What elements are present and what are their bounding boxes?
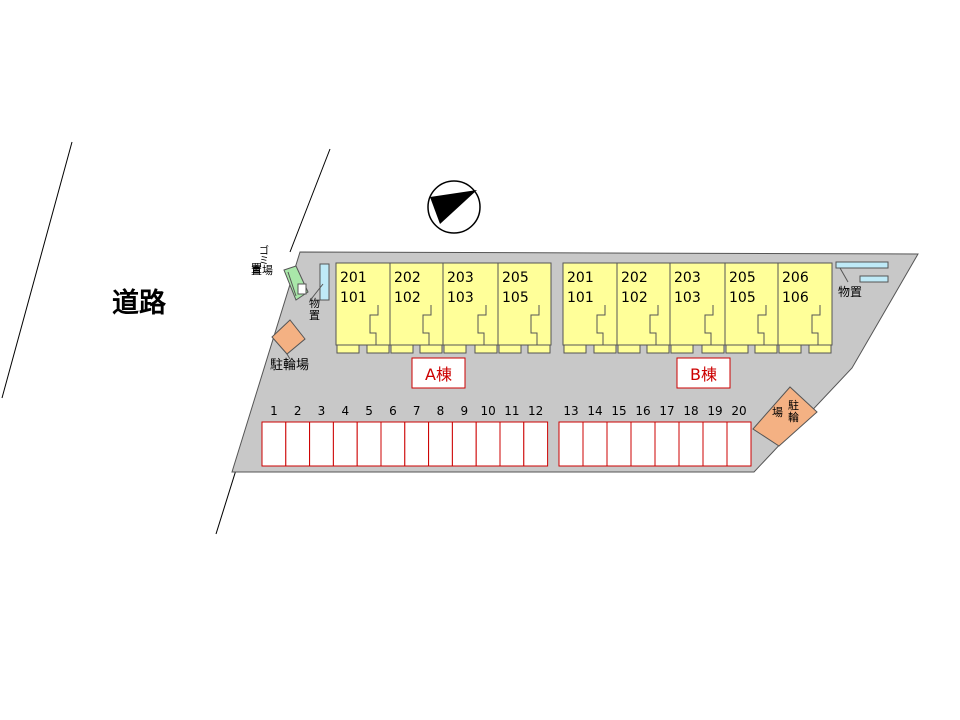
unit-number-upper: 205 xyxy=(502,270,529,286)
parking-space-number: 17 xyxy=(659,404,674,418)
unit-number-upper: 203 xyxy=(674,270,701,286)
unit-number-lower: 103 xyxy=(447,290,474,306)
road-edge-line-top xyxy=(289,148,331,253)
unit-number-lower: 103 xyxy=(674,290,701,306)
parking-space-number: 2 xyxy=(294,404,302,418)
bike-parking-right-label: 駐輪場 xyxy=(772,398,799,424)
parking-space: 19 xyxy=(702,404,728,467)
unit-number-lower: 102 xyxy=(621,290,648,306)
unit-number-upper: 202 xyxy=(621,270,648,286)
unit-number-lower: 102 xyxy=(394,290,421,306)
parking-space: 17 xyxy=(654,404,680,467)
parking-space-number: 1 xyxy=(270,404,278,418)
parking-space-number: 20 xyxy=(731,404,746,418)
parking-space-number: 4 xyxy=(341,404,349,418)
parking-space-number: 11 xyxy=(504,404,519,418)
parking-space-number: 8 xyxy=(437,404,445,418)
parking-space-number: 7 xyxy=(413,404,421,418)
building-label: B棟 xyxy=(676,357,731,389)
unit-number-lower: 105 xyxy=(729,290,756,306)
storage-a-label: 物置 xyxy=(309,296,320,322)
building-label: A棟 xyxy=(411,357,466,389)
unit-number-upper: 203 xyxy=(447,270,474,286)
parking-space-number: 9 xyxy=(460,404,468,418)
parking-space-number: 13 xyxy=(563,404,578,418)
parking-space-number: 14 xyxy=(587,404,602,418)
road-label: 道路 xyxy=(112,287,167,319)
parking-space: 5 xyxy=(356,404,382,467)
unit-number-lower: 101 xyxy=(567,290,594,306)
road-edge-line-left xyxy=(1,141,73,399)
unit-number-upper: 205 xyxy=(729,270,756,286)
unit-number-upper: 201 xyxy=(567,270,594,286)
bike-right-label-char: 場 xyxy=(772,406,783,419)
unit-number-upper: 202 xyxy=(394,270,421,286)
parking-space-number: 10 xyxy=(480,404,495,418)
bike-parking-left-label: 駐輪場 xyxy=(270,357,309,373)
garbage-label-char: ミ xyxy=(259,256,269,267)
parking-space: 20 xyxy=(726,404,752,467)
parking-space-number: 16 xyxy=(635,404,650,418)
garbage-area xyxy=(283,265,309,301)
garbage-label-line2: 置場 xyxy=(251,264,273,277)
unit-number-lower: 106 xyxy=(782,290,809,306)
road-edge-line-bottom xyxy=(215,469,237,535)
parking-space-number: 15 xyxy=(611,404,626,418)
parking-space: 11 xyxy=(499,404,525,467)
bike-parking-right xyxy=(752,386,818,447)
parking-space: 14 xyxy=(582,404,608,467)
building-label-text: A棟 xyxy=(425,365,452,384)
bike-right-label-char: 駐 xyxy=(788,398,799,412)
parking-space: 16 xyxy=(630,404,656,467)
bike-right-label-char: 輪 xyxy=(788,410,799,424)
parking-space: 12 xyxy=(523,404,549,467)
garbage-label-char: ゴ xyxy=(259,244,269,257)
unit-number-lower: 105 xyxy=(502,290,529,306)
unit-number-upper: 201 xyxy=(340,270,367,286)
parking-space-number: 5 xyxy=(365,404,373,418)
north-arrow-icon xyxy=(427,180,481,234)
storage-b xyxy=(835,261,889,283)
parking-space: 13 xyxy=(558,404,584,467)
garbage-label-char: 置 xyxy=(251,262,262,275)
parking-space-number: 6 xyxy=(389,404,397,418)
unit-number-lower: 101 xyxy=(340,290,367,306)
parking-space-number: 12 xyxy=(528,404,543,418)
storage-a xyxy=(311,263,330,301)
parking-space-number: 19 xyxy=(707,404,722,418)
bike-parking-left xyxy=(271,319,306,360)
storage-a-label-char: 置 xyxy=(309,309,320,322)
building-label-text: B棟 xyxy=(690,365,717,384)
parking-space: 4 xyxy=(332,404,358,467)
unit-number-upper: 206 xyxy=(782,270,809,286)
parking-space: 18 xyxy=(678,404,704,467)
storage-b-label: 物置 xyxy=(838,285,862,299)
storage-a-label-char: 物 xyxy=(309,296,320,310)
parking-space-number: 3 xyxy=(318,404,326,418)
parking-space-number: 18 xyxy=(683,404,698,418)
